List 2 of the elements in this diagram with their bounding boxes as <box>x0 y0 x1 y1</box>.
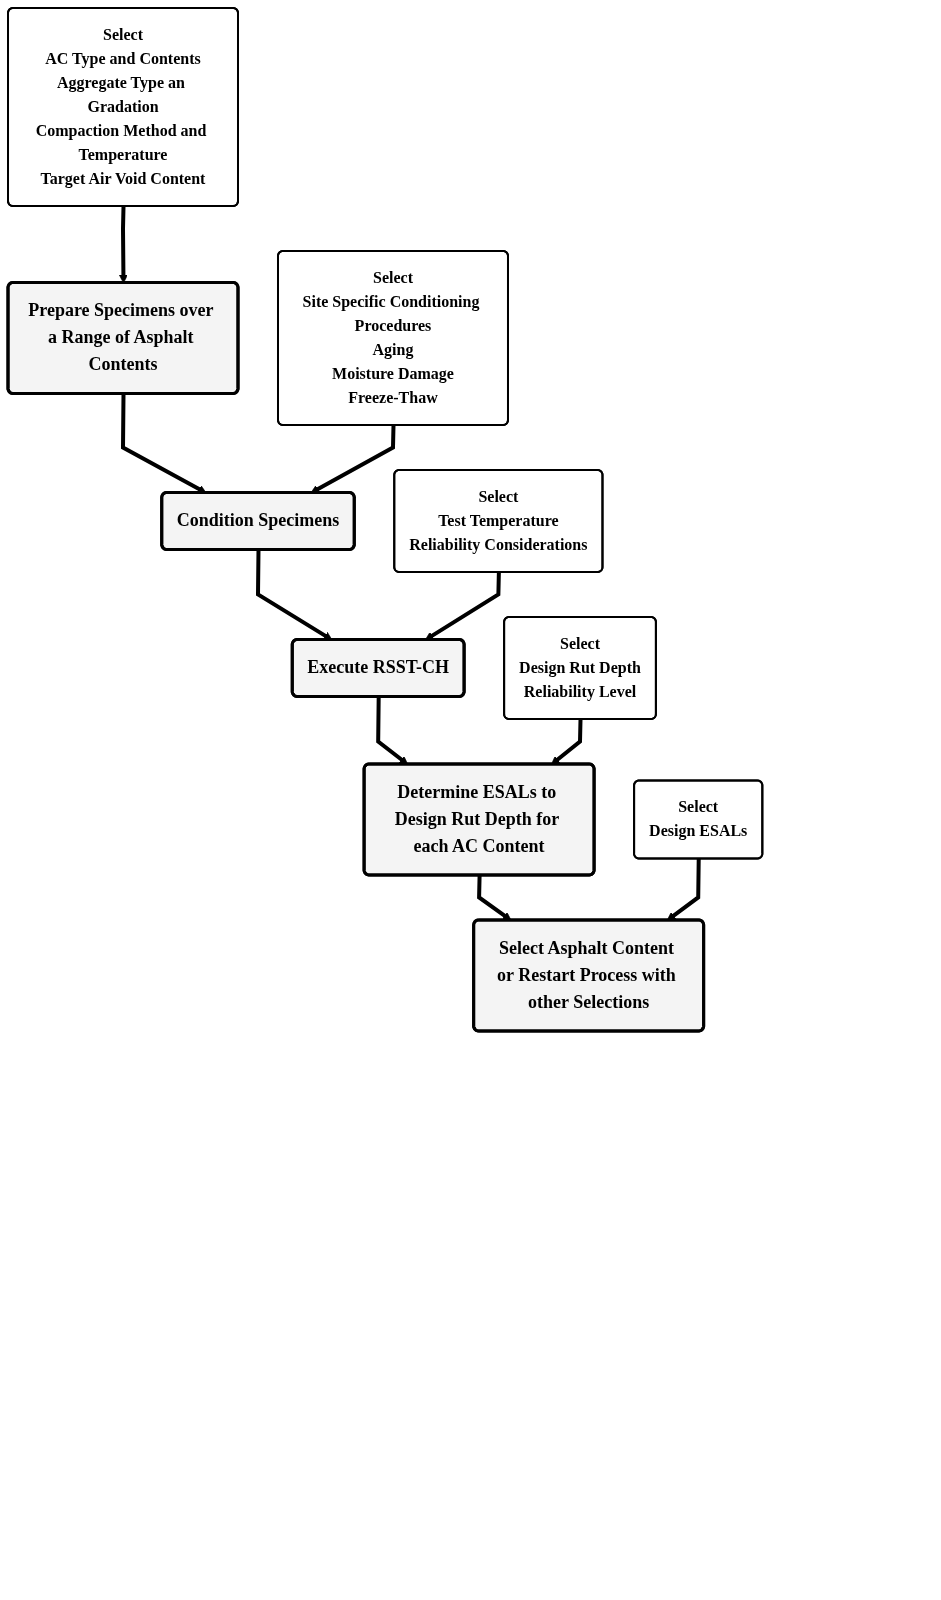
node-text: Select Site Specific Conditioning Procedures Aging Moisture Damage Freeze-Thaw <box>302 268 480 406</box>
node-text: Select AC Type and Contents Aggregate Type an Gradation Compaction Method and Temperature Target Air Void Content <box>35 26 207 187</box>
